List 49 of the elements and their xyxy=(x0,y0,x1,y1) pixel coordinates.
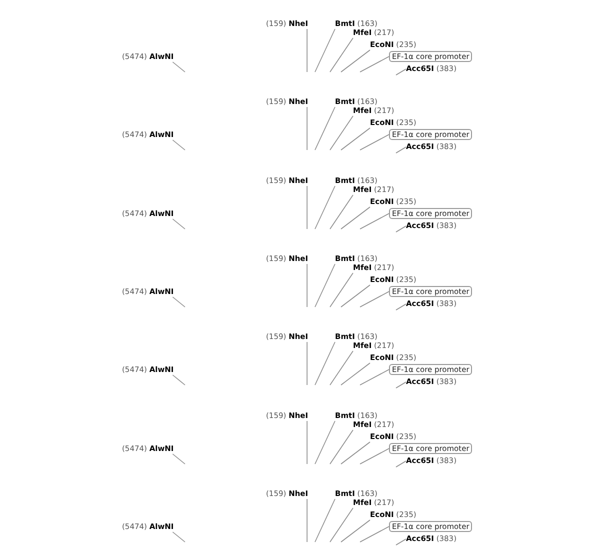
leader-line xyxy=(360,56,390,72)
leader-line xyxy=(330,194,354,230)
leader-line xyxy=(172,140,186,150)
leader-line xyxy=(396,68,406,76)
leader-line xyxy=(306,420,308,464)
leader-line xyxy=(314,28,336,72)
leader-line xyxy=(340,128,370,150)
leader-line xyxy=(314,498,336,542)
leader-line xyxy=(360,526,390,542)
leader-line xyxy=(314,342,336,386)
leader-line xyxy=(330,350,354,386)
leader-line xyxy=(330,116,354,150)
leader-line xyxy=(340,520,370,542)
leader-line xyxy=(314,420,336,464)
leader-line xyxy=(340,362,370,386)
leader-line xyxy=(306,28,308,72)
leader-line xyxy=(396,304,406,310)
leader-line xyxy=(360,448,390,464)
leader-line xyxy=(340,284,370,308)
leader-line xyxy=(306,264,308,308)
leader-line xyxy=(330,38,354,72)
leader-line xyxy=(306,106,308,150)
leader-line xyxy=(340,442,370,464)
leader-line xyxy=(360,291,390,308)
leader-line xyxy=(172,532,186,542)
leader-line xyxy=(314,264,336,308)
leader-line xyxy=(360,134,390,150)
leader-line xyxy=(172,374,186,386)
leader-line xyxy=(396,538,406,546)
leader-line xyxy=(396,226,406,232)
leader-line xyxy=(340,206,370,230)
leader-line xyxy=(306,498,308,542)
leader-line xyxy=(396,460,406,468)
leader-line xyxy=(396,146,406,154)
leader-line xyxy=(360,369,390,386)
leader-line xyxy=(306,186,308,230)
leader-line xyxy=(172,218,186,230)
leader-line xyxy=(172,454,186,464)
leader-line xyxy=(314,106,336,150)
leader-line xyxy=(314,186,336,230)
leader-line xyxy=(330,430,354,464)
leader-line xyxy=(172,296,186,308)
leader-line xyxy=(306,342,308,386)
leader-line xyxy=(330,508,354,542)
leader-line xyxy=(340,50,370,72)
leader-line xyxy=(396,382,406,388)
leader-line xyxy=(330,272,354,308)
leader-line xyxy=(360,213,390,230)
leader-line xyxy=(172,62,186,72)
